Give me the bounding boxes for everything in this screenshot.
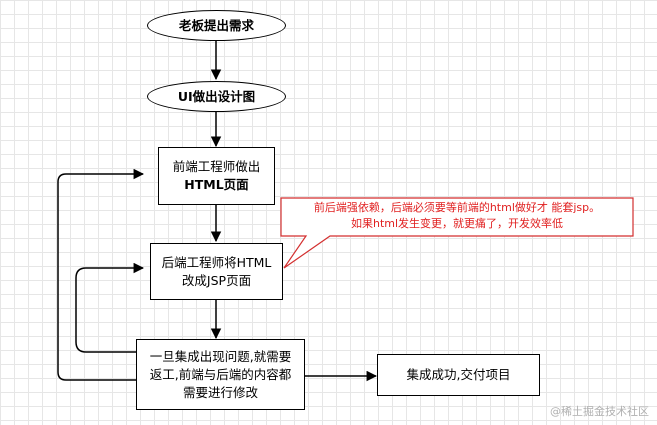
node-issue-line1: 一旦集成出现问题,就需要 [149, 348, 292, 364]
loop-arrow-issue-to-backend [75, 262, 145, 353]
node-issue-line3: 需要进行修改 [182, 384, 258, 400]
node-integration-success: 集成成功,交付项目 [377, 354, 540, 396]
node-ui-design: UI做出设计图 [147, 81, 286, 112]
node-boss-requirement: 老板提出需求 [147, 10, 286, 41]
callout-line2: 如果html发生变更，就更痛了，开发效率低 [350, 217, 564, 230]
node-backend-line1: 后端工程师将HTML [161, 254, 272, 270]
node-backend-line2: 改成JSP页面 [181, 272, 252, 288]
node-ui-label: UI做出设计图 [177, 88, 256, 104]
node-integration-issue: 一旦集成出现问题,就需要 返工,前端与后端的内容都 需要进行修改 [136, 339, 305, 410]
callout-text: 前后端强依赖，后端必须要等前端的html做好才 能套jsp。 如果html发生变… [283, 200, 631, 232]
node-frontend: 前端工程师做出 HTML页面 [158, 147, 275, 205]
watermark: @稀土掘金技术社区 [550, 405, 649, 418]
callout-bubble [280, 197, 634, 269]
loop-arrow-issue-to-frontend [57, 168, 145, 381]
node-success-label: 集成成功,交付项目 [406, 367, 511, 382]
node-backend: 后端工程师将HTML 改成JSP页面 [150, 243, 283, 300]
node-frontend-line1: 前端工程师做出 [172, 159, 261, 174]
node-issue-line2: 返工,前端与后端的内容都 [149, 366, 292, 382]
node-frontend-line2: HTML页面 [184, 177, 249, 192]
node-boss-label: 老板提出需求 [178, 17, 254, 33]
callout-line1: 前后端强依赖，后端必须要等前端的html做好才 能套jsp。 [313, 201, 601, 214]
